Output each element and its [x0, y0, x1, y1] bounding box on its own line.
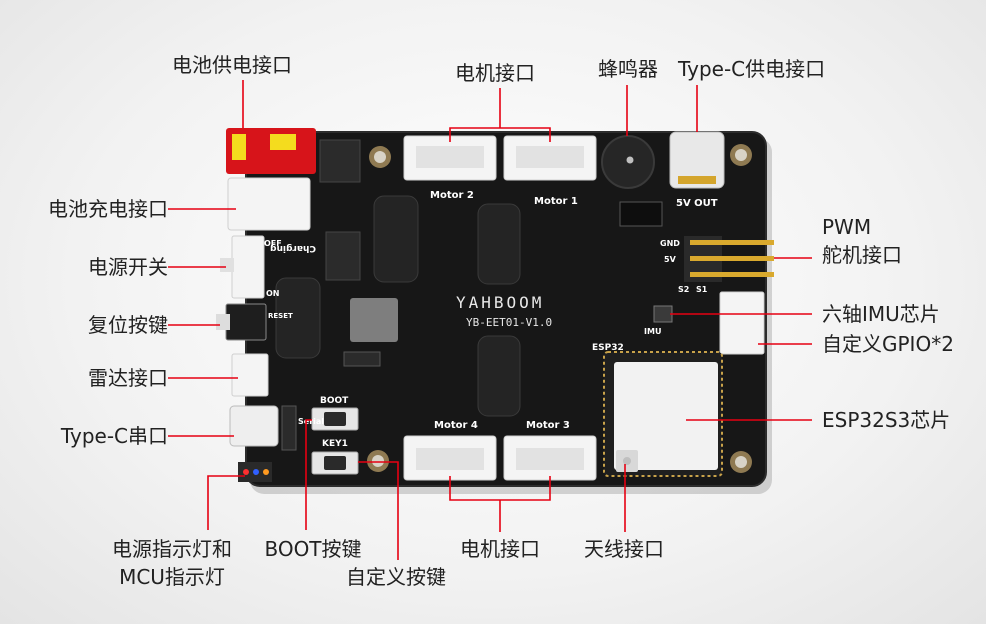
antenna-connector-center — [623, 457, 631, 465]
silk-on: ON — [266, 289, 280, 298]
silk-motor1: Motor 1 — [534, 196, 578, 207]
mount-hole-br-inner — [735, 456, 747, 468]
silk-s2: S2 — [678, 285, 689, 294]
label-leds-line2: MCU指示灯 — [119, 565, 225, 589]
imu-chip — [653, 305, 673, 323]
five-v-out-chip — [619, 201, 663, 227]
pwm-pin-3 — [690, 272, 774, 277]
silk-charging: Charging — [270, 243, 316, 253]
pwm-header — [684, 236, 774, 282]
gpio-connector — [719, 291, 765, 355]
silk-motor3: Motor 3 — [526, 420, 570, 431]
reset-button-body — [225, 303, 267, 341]
motor-connectors-bottom — [403, 435, 597, 481]
charging-chip — [325, 231, 361, 281]
esp32-module-shield — [614, 362, 718, 470]
typec-power-pins — [678, 176, 716, 184]
silk-serial: Serial — [298, 417, 324, 426]
radar-connector — [231, 353, 269, 397]
label-motor-top: 电机接口 — [455, 61, 535, 85]
silk-5v: 5V — [664, 255, 677, 264]
reset-button-cap — [216, 314, 230, 330]
motor-connectors-top — [403, 135, 597, 181]
silk-gnd: GND — [660, 239, 680, 248]
line-leds — [207, 475, 245, 530]
line-custom-key — [358, 461, 399, 560]
pwm-pin-2 — [690, 256, 774, 261]
motor4-connector-slot — [416, 448, 484, 470]
label-reset-key: 复位按键 — [88, 313, 168, 337]
led-blue-icon — [253, 469, 259, 475]
silk-motor4: Motor 4 — [434, 420, 478, 431]
led-red-icon — [243, 469, 249, 475]
mount-hole-tl-inner — [374, 151, 386, 163]
label-antenna: 天线接口 — [584, 537, 664, 561]
label-battery-charge: 电池充电接口 — [48, 197, 168, 221]
red-connector-pin-left — [232, 134, 246, 160]
pwm-pin-1 — [690, 240, 774, 245]
leader-lines — [168, 80, 812, 560]
label-typec-serial: Type-C串口 — [60, 424, 168, 448]
battery-charge-connector — [227, 177, 311, 231]
label-buzzer: 蜂鸣器 — [598, 57, 658, 81]
line-boot-key — [305, 419, 312, 530]
silk-5v-out: 5V OUT — [676, 198, 718, 209]
mount-hole-bl-inner — [372, 455, 384, 467]
silk-logo: YAHBOOM — [456, 293, 544, 312]
motor3-connector-slot — [516, 448, 584, 470]
silk-off: OFF — [264, 239, 282, 248]
label-motor-bottom: 电机接口 — [460, 537, 540, 561]
label-gpio: 自定义GPIO*2 — [822, 332, 954, 356]
silk-s1: S1 — [696, 285, 708, 294]
key1-button-cap — [324, 456, 346, 470]
motor1-connector-slot — [516, 146, 584, 168]
red-connector-pin-right — [270, 134, 296, 150]
regulator-chip-top — [319, 139, 361, 183]
label-custom-key: 自定义按键 — [346, 565, 446, 589]
label-typec-power: Type-C供电接口 — [677, 57, 825, 81]
boot-button-cap — [324, 412, 346, 426]
silk-key1: KEY1 — [322, 439, 348, 449]
silk-version: YB-EET01-V1.0 — [466, 316, 552, 329]
label-radar: 雷达接口 — [88, 366, 168, 390]
label-pwm-line2: 舵机接口 — [822, 243, 902, 267]
inductor-square — [350, 298, 398, 342]
capacitor-4 — [477, 335, 521, 417]
power-switch-body — [231, 235, 265, 299]
battery-power-connector — [226, 128, 316, 174]
label-battery-power: 电池供电接口 — [172, 53, 292, 77]
label-pwm-line1: PWM — [822, 215, 871, 239]
label-leds-line1: 电源指示灯和 — [112, 537, 232, 561]
silk-boot: BOOT — [320, 396, 349, 406]
label-imu: 六轴IMU芯片 — [822, 302, 940, 326]
small-diode — [343, 351, 381, 367]
capacitor-2 — [275, 277, 321, 359]
silk-esp32: ESP32 — [592, 343, 624, 353]
motor2-connector-slot — [416, 146, 484, 168]
mount-hole-tr-inner — [735, 149, 747, 161]
silk-motor2: Motor 2 — [430, 190, 474, 201]
label-boot-key: BOOT按键 — [264, 537, 361, 561]
serial-chip — [281, 405, 297, 451]
silk-reset: RESET — [268, 312, 293, 320]
typec-serial-connector — [229, 405, 279, 447]
label-esp32: ESP32S3芯片 — [822, 408, 950, 432]
label-power-switch: 电源开关 — [88, 255, 168, 279]
led-orange-icon — [263, 469, 269, 475]
capacitor-3 — [477, 203, 521, 285]
mounting-holes — [367, 144, 752, 473]
buzzer-hole — [626, 156, 634, 164]
capacitor-1 — [373, 195, 419, 283]
callout-labels: 电池供电接口 电机接口 蜂鸣器 Type-C供电接口 电池充电接口 电源开关 复… — [48, 53, 954, 589]
pcb-board: Motor 2 Motor 1 Motor 4 Motor 3 5V OUT C… — [216, 128, 774, 494]
power-switch-lever — [220, 258, 234, 272]
silk-imu: IMU — [644, 327, 661, 336]
